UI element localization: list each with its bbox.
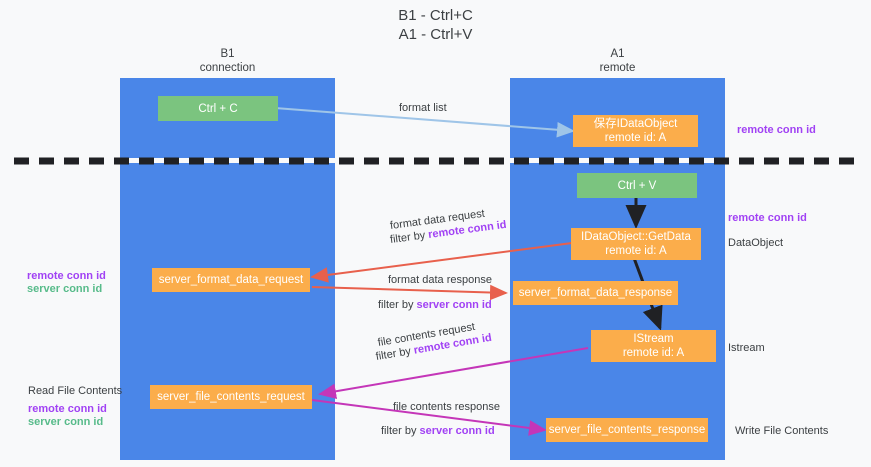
annotation-remote-conn-id-top: remote conn id xyxy=(737,124,816,136)
annotation-read-file-contents: Read File Contents xyxy=(28,385,123,397)
filter-prefix: filter by xyxy=(389,229,430,247)
node-server-file-contents-request[interactable]: server_file_contents_request xyxy=(150,385,312,409)
edge-label-file-contents-response: file contents response xyxy=(393,401,501,413)
node-server-format-data-request[interactable]: server_format_data_request xyxy=(152,268,310,292)
annotation-left-remote-conn-id-mid: remote conn id xyxy=(27,270,106,282)
node-server-format-data-response[interactable]: server_format_data_response xyxy=(513,281,678,305)
annotation-remote-conn-id-mid: remote conn id xyxy=(728,212,807,224)
edge-label-file-contents-response-filter: filter by server conn id xyxy=(381,424,495,438)
lane-a1-bottom xyxy=(510,163,725,460)
node-ctrl-c[interactable]: Ctrl + C xyxy=(158,96,278,121)
arrow-format-data-response xyxy=(311,284,508,301)
lane-heading-a1: A1 remote xyxy=(599,48,636,74)
annotation-write-file-contents: Write File Contents xyxy=(735,425,829,437)
annotation-dataobject: DataObject xyxy=(728,237,784,249)
filter-prefix: filter by xyxy=(378,299,417,311)
filter-prefix: filter by xyxy=(381,425,420,437)
annotation-istream: Istream xyxy=(728,342,765,354)
node-ctrl-v[interactable]: Ctrl + V xyxy=(577,173,697,198)
annotation-left-server-conn-id-bottom: server conn id xyxy=(28,416,104,428)
edge-label-format-list: format list xyxy=(399,102,447,114)
diagram-title: B1 - Ctrl+C A1 - Ctrl+V xyxy=(398,7,473,43)
edge-label-format-data-response: format data response xyxy=(388,274,492,286)
annotation-left-server-conn-id-mid: server conn id xyxy=(27,283,103,295)
node-server-file-contents-response[interactable]: server_file_contents_response xyxy=(546,418,708,442)
edge-label-format-data-response-filter: filter by server conn id xyxy=(378,298,492,312)
annotation-left-remote-conn-id-bottom: remote conn id xyxy=(28,403,107,415)
node-istream[interactable]: IStream remote id: A xyxy=(591,330,716,362)
lane-heading-b1: B1 connection xyxy=(199,48,256,74)
lane-b1-bottom xyxy=(120,163,335,460)
node-save-idataobject[interactable]: 保存IDataObject remote id: A xyxy=(573,115,698,147)
node-idataobject-getdata[interactable]: IDataObject::GetData remote id: A xyxy=(571,228,701,260)
filter-key-server-conn-id: server conn id xyxy=(419,425,495,437)
filter-key-server-conn-id: server conn id xyxy=(416,299,492,311)
